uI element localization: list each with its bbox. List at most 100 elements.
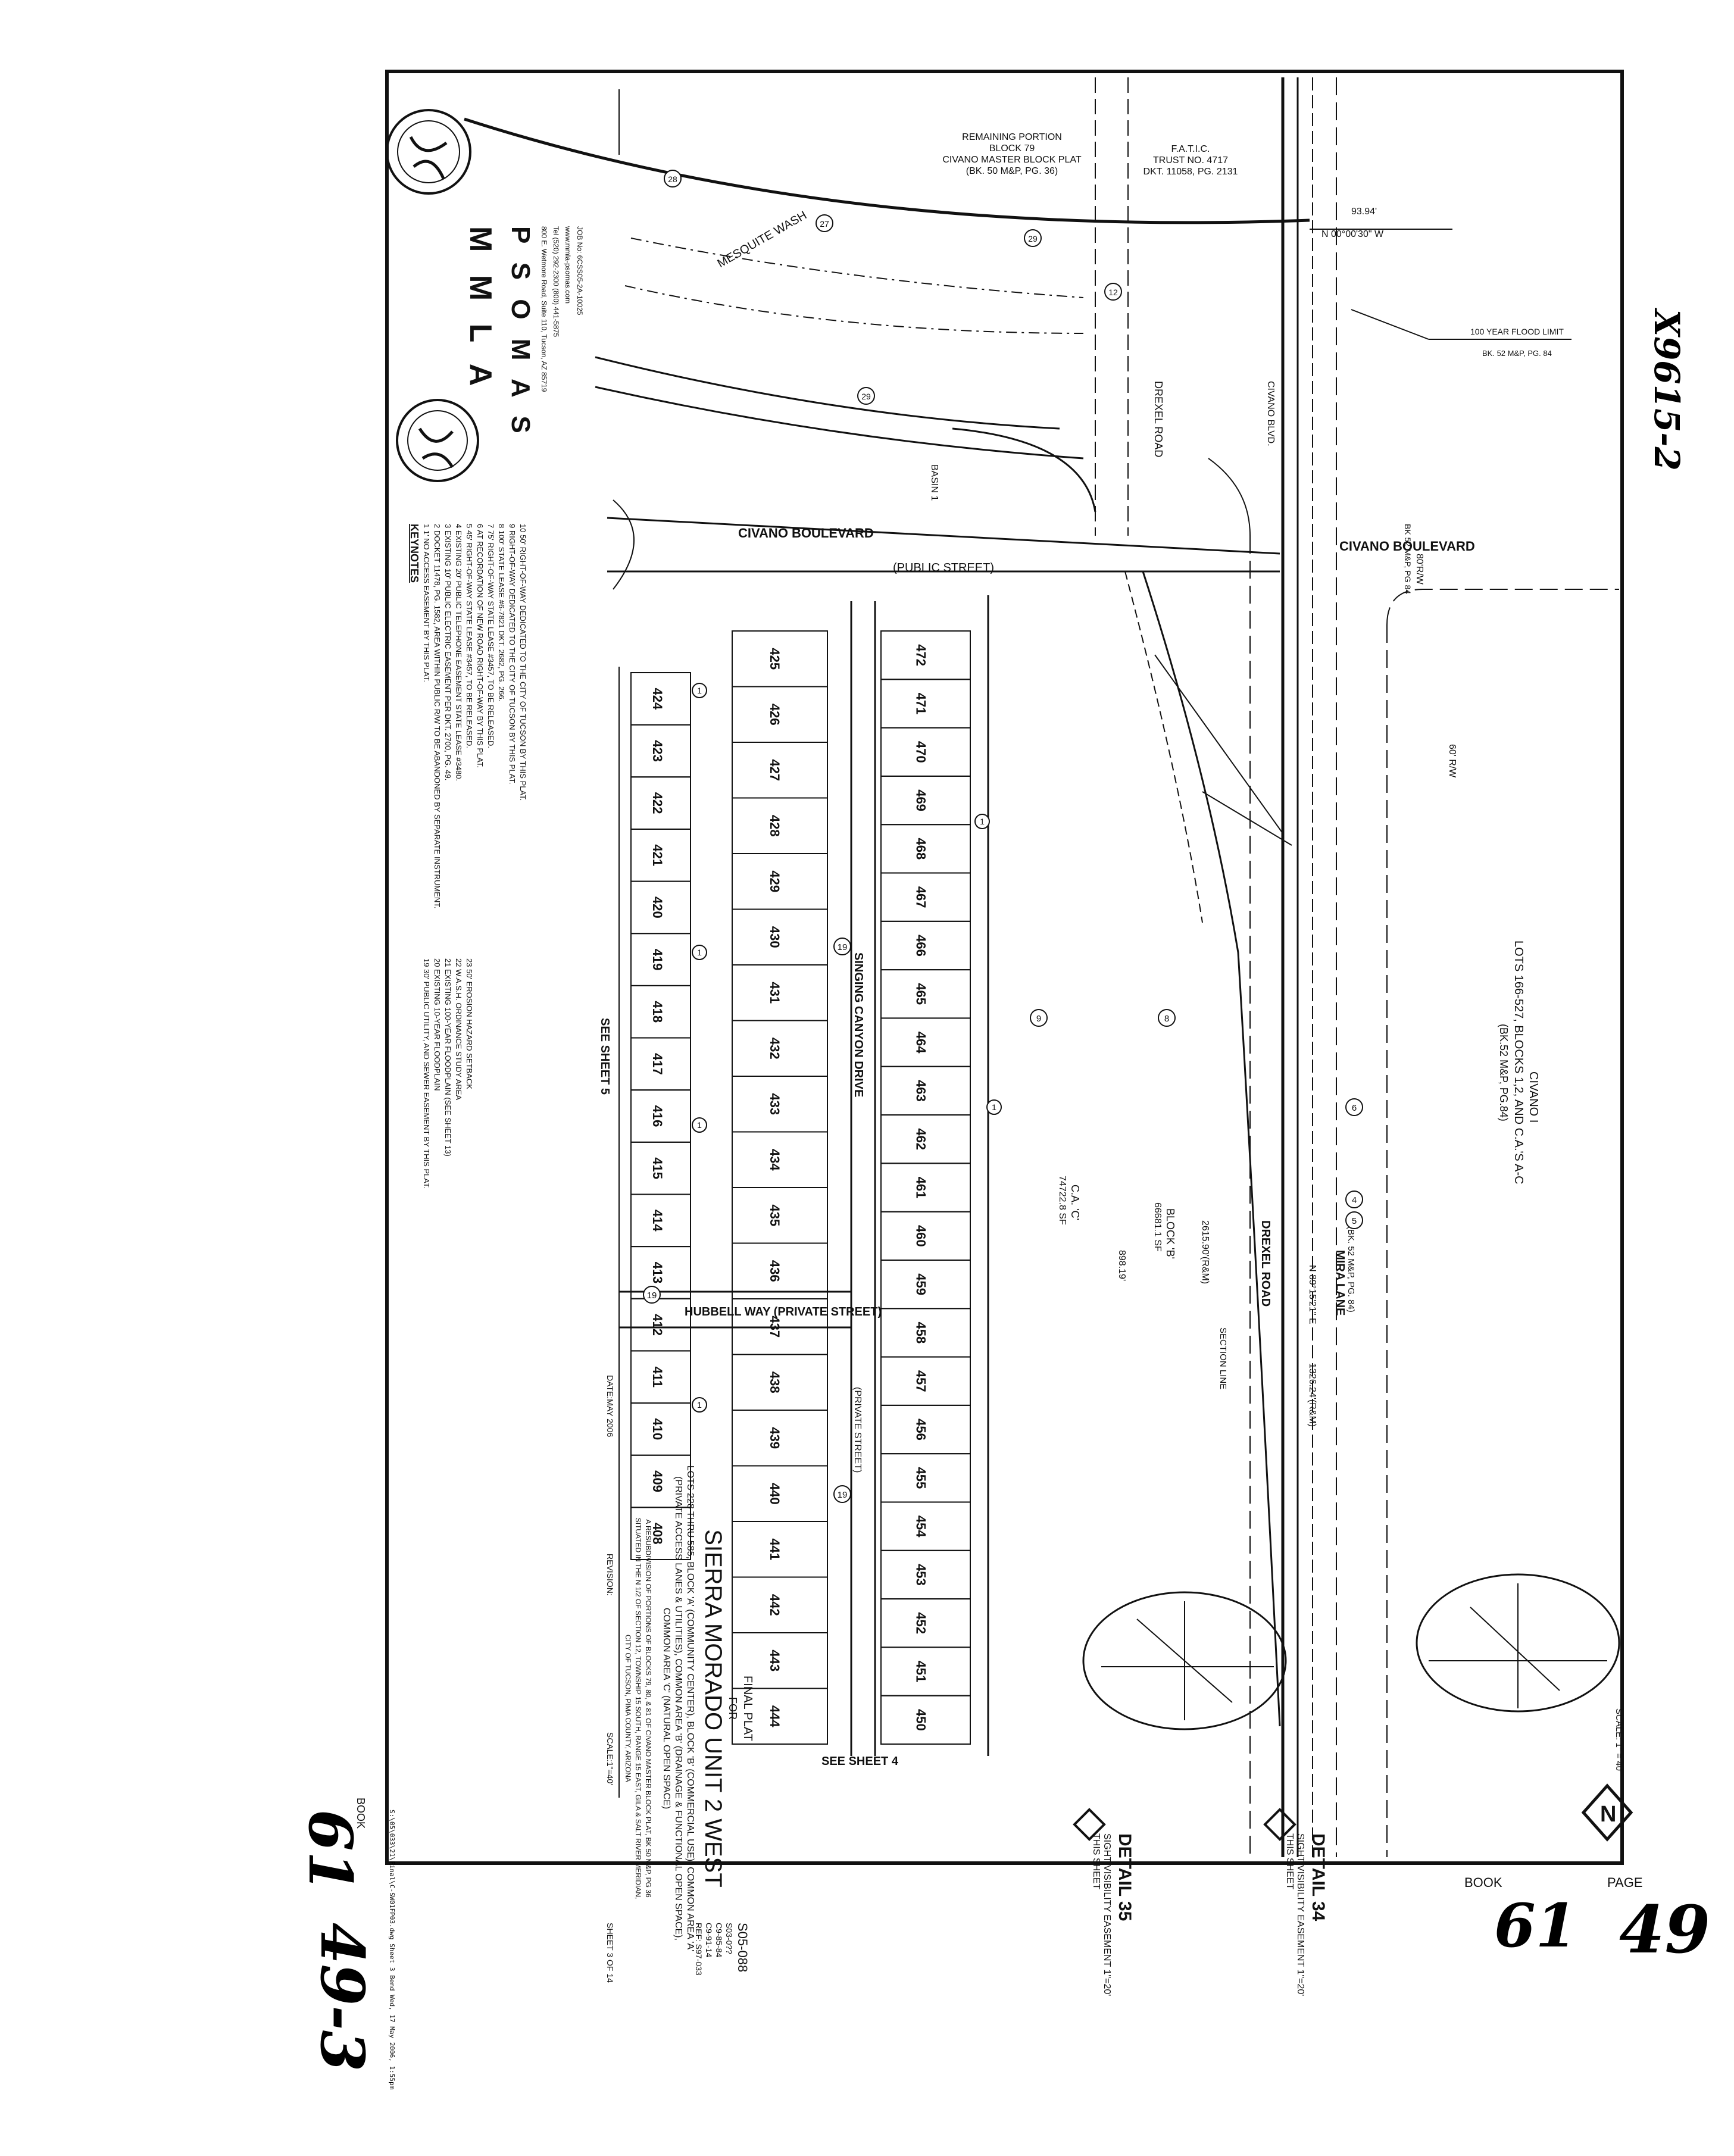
lot-number: 461	[914, 1177, 929, 1199]
keynote-10: 10 50' RIGHT-OF-WAY DEDICATED TO THE CIT…	[518, 524, 527, 801]
scale-top: SCALE: 1" = 40'	[1614, 1708, 1624, 1773]
date: DATE:MAY 2006	[605, 1375, 615, 1437]
dist-1326: 1326.24'(R&M)	[1307, 1363, 1317, 1427]
file-path: S:\05\033\21\Final\C-SW01FP03.dwg Sheet …	[388, 1810, 396, 2090]
keynote-21: 21 EXISTING 100-YEAR FLOODPLAIN (SEE SHE…	[443, 958, 452, 1157]
see-sheet-5: SEE SHEET 5	[598, 1018, 611, 1095]
stamp-code: X9615-2	[1646, 307, 1687, 471]
lot-number: 424	[650, 688, 665, 710]
resub-line-1: A RESUBDIVISION OF PORTIONS OF BLOCKS 79…	[644, 1519, 652, 1898]
lot-number: 421	[650, 844, 665, 866]
north-arrow-icon: N	[1581, 1783, 1633, 1842]
keynotes: KEYNOTES 1 1' NO ACCESS EASEMENT BY THIS…	[408, 524, 527, 1189]
flood-ref: BK. 52 M&P, PG. 84	[1482, 349, 1552, 358]
page-label: PAGE	[1607, 1875, 1643, 1890]
lot-number: 428	[767, 815, 782, 837]
detail-34-sub1: SIGHT VISIBILITY EASEMENT 1"=20'	[1295, 1833, 1305, 1996]
flood-limit: 100 YEAR FLOOD LIMIT	[1470, 327, 1564, 336]
row-80: 80'R/W	[1414, 554, 1424, 585]
dkt: DKT. 11058, PG. 2131	[1143, 167, 1238, 177]
lot-number: 415	[650, 1157, 665, 1179]
lot-column-west: 4244234224214204194184174164154144134124…	[630, 672, 691, 1561]
page-hand-left: 49-3	[307, 1923, 377, 2071]
dist-93-94: 93.94'	[1351, 207, 1377, 217]
book-handwritten: 61	[1494, 1891, 1577, 1961]
private-street-label: (PRIVATE STREET)	[852, 1387, 863, 1473]
plat-title: SIERRA MORADO UNIT 2 WEST	[700, 1529, 726, 1888]
civano-ref: (BK.52 M&P, PG.84)	[1498, 1024, 1510, 1121]
ref-4: C9-91-14	[704, 1923, 714, 1958]
firm-name-1: M M L A	[463, 226, 498, 393]
lot-number: 408	[650, 1523, 665, 1545]
block-79: BLOCK 79	[989, 143, 1035, 154]
revision: REVISION:	[605, 1554, 615, 1596]
lot-column-middle: 4254264274284294304314324334344354364374…	[732, 630, 828, 1745]
svg-text:28: 28	[668, 174, 677, 184]
lot-number: 471	[914, 693, 929, 715]
drexel-curve	[1142, 571, 1281, 1727]
svg-text:5: 5	[1352, 1216, 1357, 1226]
page-handwritten: 49	[1619, 1891, 1710, 1968]
svg-text:8: 8	[1164, 1014, 1169, 1024]
svg-text:19: 19	[838, 942, 848, 952]
lot-number: 420	[650, 896, 665, 918]
svg-text:1: 1	[697, 1400, 702, 1410]
lot-number: 434	[767, 1149, 782, 1171]
scale: SCALE:1"=40'	[605, 1732, 615, 1785]
detail-35-sub1: SIGHT VISIBILITY EASEMENT 1"=20'	[1102, 1833, 1112, 1996]
lot-number: 472	[914, 644, 929, 666]
lot-number: 425	[767, 648, 782, 670]
sheet-border	[385, 70, 1624, 1865]
detail-35-ellipse	[1082, 1591, 1287, 1730]
lot-number: 440	[767, 1483, 782, 1505]
wash-line-1	[630, 238, 1084, 298]
svg-text:27: 27	[820, 219, 829, 229]
resub-line-2: SITUATED IN THE N 1/2 OF SECTION 12, TOW…	[634, 1518, 642, 1899]
keynote-5: 5 45' RIGHT-OF-WAY STATE LEASE #3457, TO…	[465, 524, 474, 748]
civano-blvd-top: CIVANO BLVD.	[1266, 381, 1276, 446]
keynote-4: 4 EXISTING 20' PUBLIC TELEPHONE EASEMENT…	[454, 524, 463, 781]
resub-line-3: CITY OF TUCSON, PIMA COUNTY, ARIZONA	[624, 1635, 632, 1782]
detail-35-title: DETAIL 35	[1115, 1833, 1135, 1921]
lot-number: 436	[767, 1260, 782, 1282]
lots-line-2: (PRIVATE ACCESS LANES & UTILITIES), COMM…	[673, 1476, 683, 1941]
lot-number: 454	[914, 1516, 929, 1538]
detail-34-sub2: THIS SHEET	[1285, 1833, 1295, 1889]
lot-number: 431	[767, 982, 782, 1004]
svg-text:9: 9	[1036, 1014, 1041, 1024]
ca-c-area: 74722.8 SF	[1057, 1176, 1067, 1225]
detail-35-sub2: THIS SHEET	[1091, 1833, 1101, 1889]
svg-text:1: 1	[992, 1102, 996, 1112]
book-label-left: BOOK	[355, 1798, 367, 1829]
ref-5: REF: S97-033	[694, 1923, 704, 1976]
lot-number: 451	[914, 1661, 929, 1683]
sheet-number: SHEET 3 OF 14	[605, 1923, 615, 1983]
lot-number: 441	[767, 1538, 782, 1560]
hubbell-way-label: HUBBELL WAY (PRIVATE STREET)	[685, 1305, 882, 1318]
drexel-road-top: DREXEL ROAD	[1152, 381, 1164, 457]
lot-number: 467	[914, 886, 929, 908]
for: FOR	[727, 1697, 739, 1720]
see-sheet-4: SEE SHEET 4	[821, 1755, 899, 1768]
keynote-markers: 9 8 6 4 5 19 19 19 1 1 1 1 1 1 29 28 27 …	[643, 170, 1363, 1503]
seal-signature	[409, 136, 448, 180]
keynote-1: 1 1' NO ACCESS EASEMENT BY THIS PLAT.	[422, 524, 431, 682]
civano-blvd-north-line	[607, 517, 1280, 555]
lot-number: 414	[650, 1210, 665, 1232]
lot-number: 410	[650, 1418, 665, 1441]
lot-number: 452	[914, 1612, 929, 1634]
keynote-2: 2 DOCKET 11478, PG. 1582, AREA WITHIN PU…	[433, 524, 442, 908]
lot-parcel	[880, 1695, 971, 1745]
section-line-label: SECTION LINE	[1218, 1327, 1228, 1389]
keynote-20: 20 EXISTING 10-YEAR FLOODPLAIN	[433, 958, 442, 1091]
keynote-9: 9 RIGHT-OF-WAY DEDICATED TO THE CITY OF …	[508, 524, 517, 785]
keynote-19: 19 30' PUBLIC UTILITY, AND SEWER EASEMEN…	[422, 958, 431, 1189]
firm-name-2: P S O M A S	[506, 226, 535, 439]
lot-number: 435	[767, 1204, 782, 1226]
block-b-label: BLOCK 'B'	[1164, 1208, 1176, 1259]
lot-number: 459	[914, 1273, 929, 1295]
civano-blvd-left-label: CIVANO BOULEVARD	[738, 526, 874, 540]
lot-number: 443	[767, 1649, 782, 1671]
bearing-mira: N 89°15'21" E	[1307, 1265, 1317, 1324]
